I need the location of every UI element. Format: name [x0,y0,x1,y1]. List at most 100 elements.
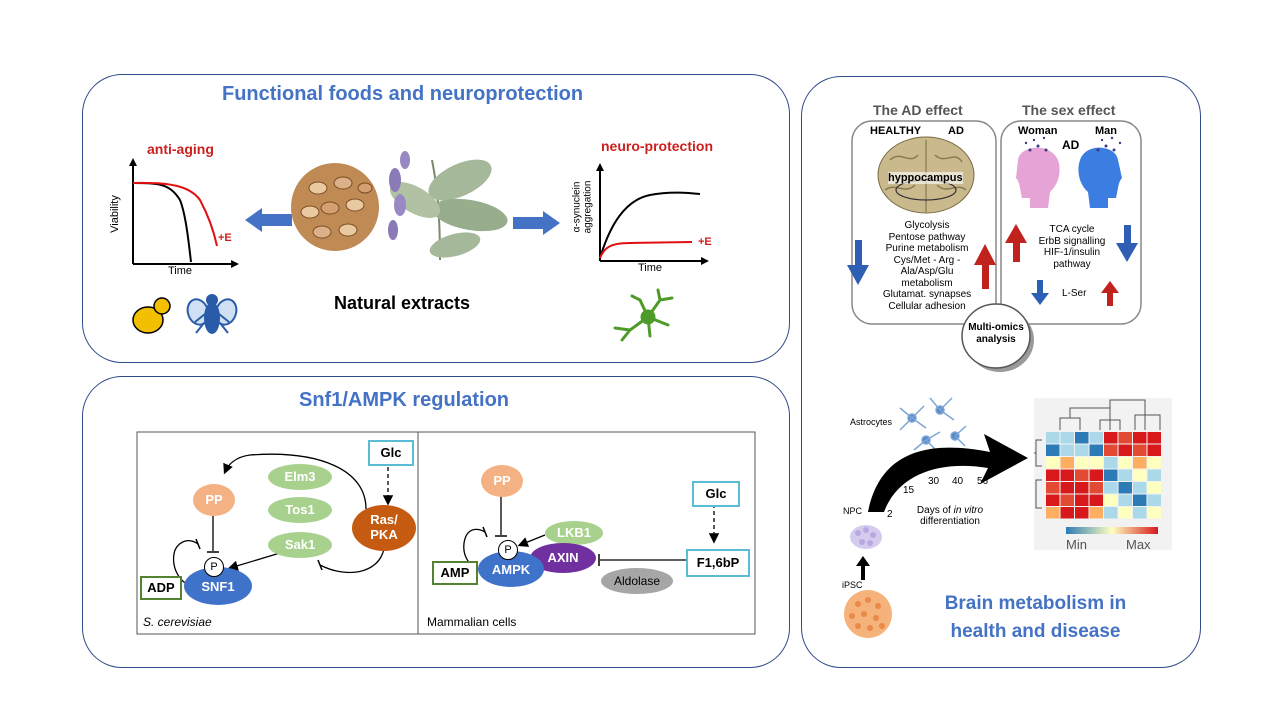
pathway-left-item: Cellular adhesion [888,300,966,312]
aggregation-plot [596,163,709,265]
heatmap-cell [1075,482,1089,494]
differentiation-arrow [868,434,1028,512]
heatmap-cell [1118,494,1132,506]
ipsc-label: iPSC [842,580,863,590]
pathways-right-list: TCA cycle ErbB signalling HIF-1/insulin … [1026,224,1118,270]
yeast-glc-box: Glc [368,440,414,466]
heatmap-cell [1060,457,1074,469]
heatmap-cell [1147,482,1161,494]
lkb1-node: LKB1 [545,521,603,545]
sak1-node: Sak1 [268,532,332,558]
heatmap-cell [1118,469,1132,481]
heatmap-cell [1075,444,1089,456]
elm3-node: Elm3 [268,464,332,490]
heatmap-cells [1046,432,1161,519]
heatmap-cell [1133,457,1147,469]
survival-plot [129,158,239,268]
heatmap-cell [1147,494,1161,506]
days-caption-b: in vitro [953,505,984,516]
hippocampus-label: hyppocampus [888,172,963,184]
pathways-left-list: Glycolysis Pentose pathway Purine metabo… [868,220,986,312]
natural-extracts-label: Natural extracts [334,293,471,313]
right-arrow [513,211,560,235]
pathway-left-item: Cys/Met - Arg - [893,254,961,266]
heatmap-cell [1133,444,1147,456]
heatmap-cell [1089,444,1103,456]
heatmap-cell [1133,469,1147,481]
heatmap-cell [1104,444,1118,456]
pathway-left-item: Glutamat. synapses [882,289,972,300]
heatmap-cell [1104,494,1118,506]
mammal-caption: Mammalian cells [427,615,517,629]
heatmap-cell [1104,432,1118,444]
heatmap-cell [1046,444,1060,456]
heatmap-cell [1089,457,1103,469]
amp-label: AMP [440,565,470,580]
heatmap-cell [1104,457,1118,469]
heatmap-cell [1089,507,1103,519]
heatmap-min-label: Min [1066,537,1087,552]
heatmap-cell [1075,469,1089,481]
functional-foods-title: Functional foods and neuroprotection [222,83,584,105]
up-arrow-woman [1005,224,1027,262]
up-arrow-lser [1101,281,1119,306]
snf1-label: SNF1 [201,579,235,594]
heatmap-cell [1075,457,1089,469]
heatmap-cell [1118,482,1132,494]
heatmap-cell [1147,457,1161,469]
time-axis-label-left: Time [168,265,193,277]
multiomics-line2: analysis [976,334,1016,345]
heatmap-cell [1147,469,1161,481]
snf1-ampk-title: Snf1/AMPK regulation [299,389,510,411]
heatmap-max-label: Max [1126,537,1151,552]
anti-aging-label: anti-aging [147,141,214,157]
axin-label: AXIN [547,550,579,565]
multiomics-disk [961,303,1034,372]
pathway-right-item: pathway [1053,258,1091,270]
days-caption: Days of in vitro differentiation [905,505,995,527]
pathway-left-item: Purine metabolism [885,243,969,254]
time-axis-label-right: Time [638,262,663,274]
man-label: Man [1095,125,1117,137]
day-40: 40 [952,476,964,487]
heatmap-cell [1060,469,1074,481]
pathway-left-item: metabolism [901,277,953,289]
f16bp-box: F1,6bP [686,549,750,577]
pathway-right-item: TCA cycle [1049,224,1095,235]
days-caption-a: Days of [916,505,954,516]
brain-title-line1: Brain metabolism in [944,593,1127,614]
neuro-protection-label: neuro-protection [601,138,713,154]
plus-e-label-left: +E [218,232,232,244]
ipsc-icon [844,590,892,638]
down-arrow-ad [847,240,869,285]
sage-plant-icon [388,151,508,261]
pathway-right-item: HIF-1/insulin [1043,247,1101,258]
neuron-icon [613,288,674,342]
heatmap-cell [1046,469,1060,481]
ad-center-label: AD [1062,138,1080,152]
pathway-left-item: Glycolysis [904,220,950,231]
npc-label: NPC [843,506,863,516]
aldolase-label: Aldolase [613,574,661,588]
tos1-label: Tos1 [285,502,315,517]
pathway-right-item: ErbB signalling [1038,235,1106,247]
heatmap-cell [1104,482,1118,494]
heatmap-cell [1133,482,1147,494]
left-arrow [245,208,292,232]
yeast-glc-label: Glc [380,445,402,460]
heatmap-cell [1133,494,1147,506]
down-arrow-man [1116,225,1138,262]
heatmap-cell [1075,507,1089,519]
yeast-icon [132,297,171,334]
healthy-label: HEALTHY [870,125,922,137]
adp-box: ADP [140,576,182,600]
npc-icon [850,525,882,549]
mammal-glc-label: Glc [705,486,727,501]
yeast-pp-label: PP [205,492,223,507]
ad-label: AD [948,125,964,137]
mammal-pp-node: PP [481,465,523,497]
heatmap-cell [1060,494,1074,506]
ras-label: Ras/ [370,512,398,527]
